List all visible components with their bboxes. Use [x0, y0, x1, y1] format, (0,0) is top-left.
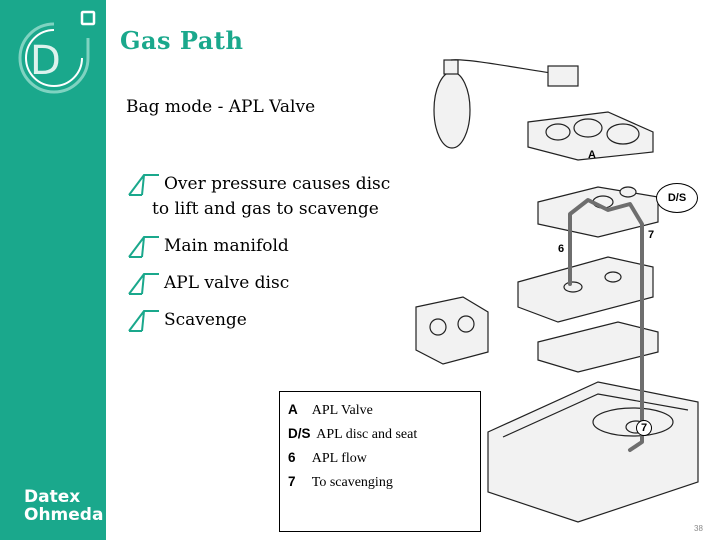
legend-item: D/S APL disc and seat: [288, 426, 417, 443]
legend-item: A APL Valve: [288, 402, 373, 419]
legend-item: 7 To scavenging: [288, 474, 393, 491]
legend-key: D/S: [288, 426, 311, 441]
main-manifold: [517, 256, 654, 323]
svg-text:D: D: [30, 38, 61, 84]
datex-ohmeda-logo-icon: D: [18, 10, 96, 94]
pencil-bullet-icon: [128, 236, 159, 258]
list-item: Over pressure causes disc to lift and ga…: [126, 172, 426, 222]
bullet-text-continued: to lift and gas to scavenge: [152, 199, 379, 219]
legend-key: A: [288, 402, 298, 417]
base-tray: [487, 381, 699, 523]
brand-name: Datex Ohmeda: [24, 488, 103, 524]
brand-sidebar: D Datex Ohmeda: [0, 0, 106, 540]
slide-subtitle: Bag mode - APL Valve: [126, 97, 316, 117]
brand-line1: Datex: [24, 487, 81, 507]
page-title: Gas Path: [120, 26, 244, 55]
legend-box: A APL Valve D/S APL disc and seat 6 APL …: [279, 391, 481, 532]
breathing-bag: [433, 71, 471, 149]
pencil-bullet-icon: [128, 273, 159, 295]
legend-item: 6 APL flow: [288, 450, 367, 467]
apl-valve-exploded-diagram: [415, 59, 699, 523]
callout-ds: D/S: [656, 183, 698, 213]
apl-flow-path: [568, 198, 644, 452]
brand-line2: Ohmeda: [24, 505, 104, 525]
callout-7-bottom: 7: [636, 420, 652, 436]
pencil-bullet-icon: [128, 174, 159, 196]
legend-label: To scavenging: [311, 475, 393, 490]
callout-a: A: [588, 149, 596, 161]
legend-key: 6: [288, 450, 296, 465]
callout-6: 6: [558, 243, 565, 255]
bullet-text: Scavenge: [164, 310, 247, 330]
list-item: Main manifold: [126, 234, 426, 259]
legend-label: APL flow: [311, 451, 367, 466]
legend-key: 7: [288, 474, 296, 489]
bullet-text: Over pressure causes disc: [164, 174, 391, 194]
list-item: Scavenge: [126, 308, 426, 333]
legend-label: APL disc and seat: [316, 427, 418, 442]
legend-label: APL Valve: [311, 403, 373, 418]
page-number: 38: [694, 524, 703, 533]
bullet-list: Over pressure causes disc to lift and ga…: [126, 172, 426, 345]
callout-7-top: 7: [648, 229, 655, 241]
pencil-bullet-icon: [128, 310, 159, 332]
bullet-text: Main manifold: [164, 236, 289, 256]
list-item: APL valve disc: [126, 271, 426, 296]
bullet-text: APL valve disc: [164, 273, 290, 293]
